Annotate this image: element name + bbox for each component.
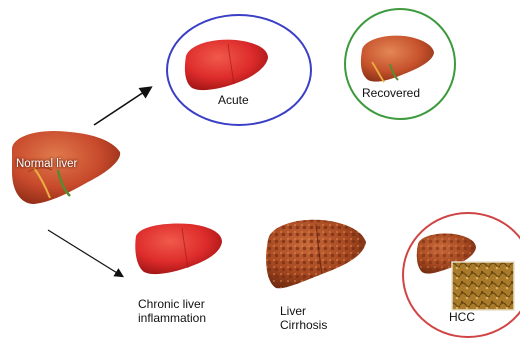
cirrhosis-label-line1: Liver [280,304,327,318]
chronic-inflamed-liver-image [135,224,222,275]
cirrhosis-label-line2: Cirrhosis [280,318,327,332]
arrow-to-acute [94,88,150,125]
hcc-label: HCC [449,310,475,324]
cirrhotic-liver-image [266,220,366,289]
chronic-label-line1: Chronic liver [138,297,206,311]
arrow-to-chronic [48,230,122,276]
chronic-label-line2: inflammation [138,311,206,325]
chronic-inflammation-label: Chronic liver inflammation [138,297,206,325]
normal-liver-label: Normal liver [16,157,77,171]
recovered-stage-circle [344,8,456,120]
acute-label: Acute [218,93,249,107]
recovered-label: Recovered [362,86,420,100]
cirrhosis-label: Liver Cirrhosis [280,304,327,332]
acute-stage-circle [166,14,312,126]
